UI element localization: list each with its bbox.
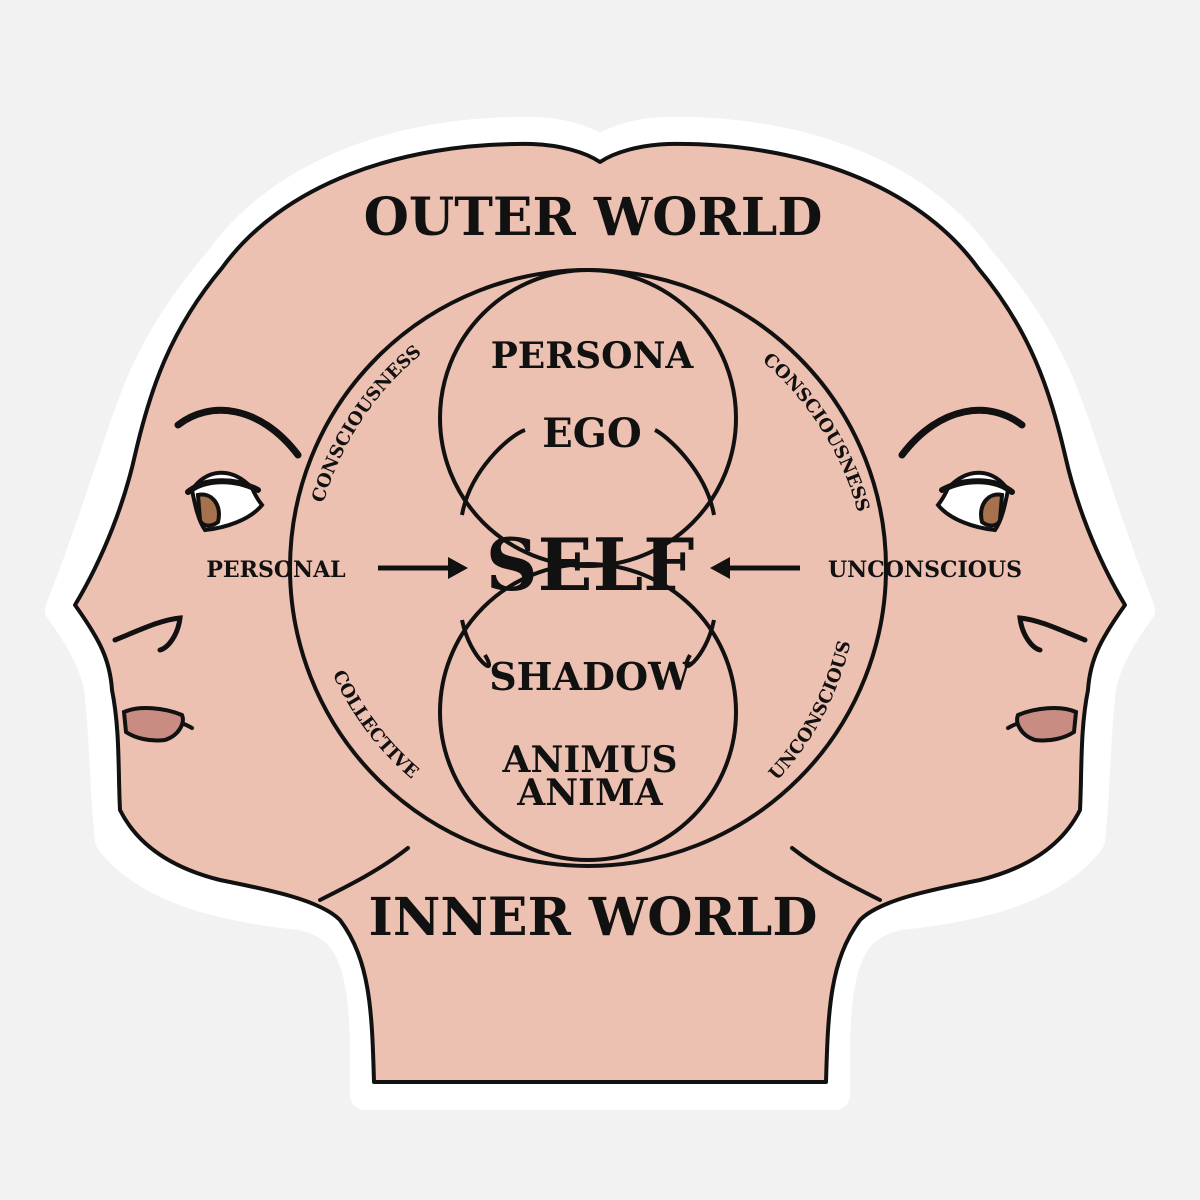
left-jaw-line — [318, 846, 410, 902]
persona-label: PERSONA — [491, 335, 695, 377]
right-eye-upper — [939, 478, 1015, 495]
personal-label: PERSONAL — [206, 557, 345, 583]
left-eye-upper — [185, 478, 261, 495]
face-profile-left-icon — [112, 406, 410, 902]
anima-label: ANIMA — [516, 772, 664, 814]
left-eye-iris — [195, 492, 221, 528]
left-nostril — [112, 615, 183, 653]
middle-ring-bottom-left — [460, 619, 492, 668]
left-lips — [121, 706, 185, 743]
outer-world-label: OUTER WORLD — [364, 187, 823, 248]
left-eyebrow — [174, 406, 302, 459]
lower-circle — [438, 562, 738, 862]
self-label: SELF — [486, 522, 695, 607]
right-jaw-line — [790, 846, 882, 902]
middle-ring-top-right — [654, 428, 716, 516]
arrow-right-icon — [378, 557, 468, 579]
ego-label: EGO — [542, 410, 642, 457]
middle-ring-bottom-right — [684, 619, 716, 668]
inner-world-label: INNER WORLD — [369, 887, 818, 948]
right-nostril — [1017, 615, 1088, 653]
right-eyebrow — [898, 406, 1026, 459]
head-silhouette — [73, 141, 1127, 1084]
right-lips — [1015, 706, 1079, 743]
face-profile-right-icon — [790, 406, 1088, 902]
unconscious-label: UNCONSCIOUS — [828, 557, 1022, 583]
right-eye-iris — [979, 492, 1005, 528]
arrow-left-icon — [710, 557, 800, 579]
shadow-label: SHADOW — [489, 654, 692, 699]
middle-ring-top-left — [460, 428, 526, 516]
animus-label: ANIMUS — [502, 739, 678, 781]
